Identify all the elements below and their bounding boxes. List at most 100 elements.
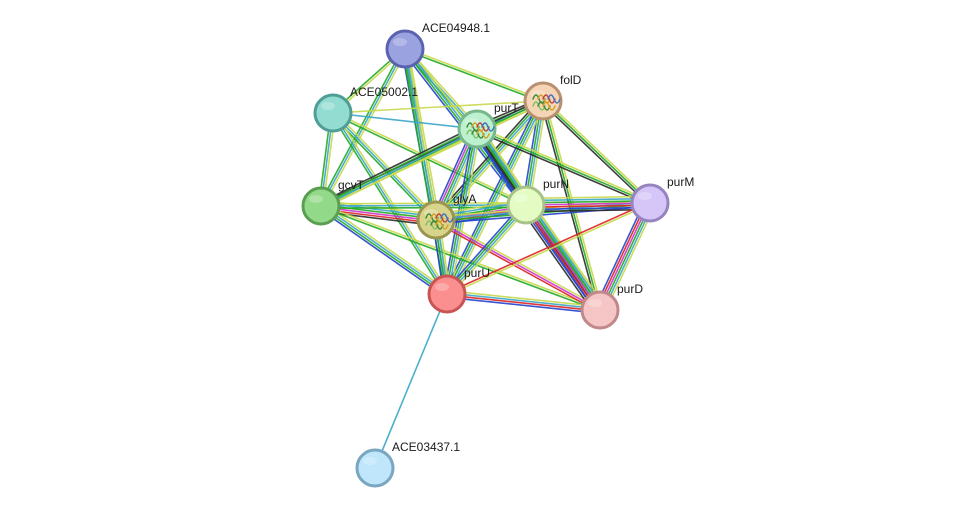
edge-line-textmining — [407, 48, 441, 220]
edge-line-coexpression — [319, 125, 476, 204]
node-ace05002-1[interactable] — [313, 93, 353, 133]
node-label-purm: purM — [667, 175, 694, 189]
edge-line-neighborhood — [434, 99, 543, 220]
edge-purt-purm[interactable] — [475, 126, 652, 206]
node-highlight — [393, 38, 407, 46]
edge-line-neighborhood — [404, 49, 543, 103]
edge-line-neighborhood — [445, 100, 543, 294]
edge-line-textmining — [332, 100, 544, 114]
node-ace04948-1[interactable] — [385, 29, 425, 69]
edge-puru-purd[interactable] — [446, 289, 601, 315]
node-label-puru: purU — [464, 266, 490, 280]
node-label-purd: purD — [617, 282, 643, 296]
edge-line-textmining — [334, 111, 450, 294]
node-circle[interactable] — [630, 183, 670, 223]
edge-line-cooccurrence — [526, 206, 651, 211]
edge-line-textmining — [322, 49, 408, 208]
edge-line-textmining — [405, 47, 544, 101]
protein-structure-icon — [532, 94, 561, 111]
node-label-gcvt: gcvT — [338, 178, 365, 192]
edge-ace05002-1-purt[interactable] — [332, 112, 478, 130]
edge-fold-puru[interactable] — [443, 99, 547, 296]
edge-line-coexpression — [475, 130, 650, 206]
node-puru[interactable] — [427, 274, 467, 314]
edge-line-textmining — [525, 195, 650, 200]
edge-line-neighborhood — [330, 113, 446, 296]
node-fold[interactable] — [523, 81, 563, 121]
edge-line-database — [374, 293, 448, 469]
nodes-layer — [301, 29, 670, 488]
node-circle[interactable] — [385, 29, 425, 69]
edge-line-coexpression — [519, 208, 596, 315]
edge-purn-puru[interactable] — [443, 202, 530, 297]
edge-line-cooccurrence — [436, 205, 651, 225]
edge-gcvt-puru[interactable] — [318, 202, 450, 298]
edge-ace05002-1-purn[interactable] — [332, 111, 527, 207]
node-purn[interactable] — [506, 185, 546, 225]
node-circle[interactable] — [580, 290, 620, 330]
edge-line-database — [447, 292, 601, 310]
protein-structure-icon — [466, 122, 495, 139]
edge-line-database — [602, 204, 654, 312]
node-circle[interactable] — [355, 448, 395, 488]
protein-structure-icon — [425, 213, 454, 230]
node-circle[interactable] — [313, 93, 353, 133]
edge-line-database — [320, 48, 406, 207]
node-highlight — [435, 283, 449, 291]
node-purd[interactable] — [580, 290, 620, 330]
edge-line-database — [321, 129, 478, 208]
node-highlight — [363, 457, 377, 465]
edge-puru-ace03437-1[interactable] — [374, 293, 448, 469]
node-circle[interactable] — [506, 185, 546, 225]
edge-line-textmining — [449, 102, 547, 296]
node-highlight — [638, 192, 652, 200]
node-ace03437-1[interactable] — [355, 448, 395, 488]
edge-line-textmining — [333, 111, 527, 205]
edge-line-textmining — [604, 204, 656, 313]
node-highlight — [514, 194, 528, 202]
edge-ace04948-1-fold[interactable] — [404, 47, 544, 103]
edge-purm-purd[interactable] — [594, 200, 656, 313]
edge-line-fusion — [446, 201, 650, 294]
node-circle[interactable] — [427, 274, 467, 314]
edge-line-cooccurrence — [446, 296, 600, 315]
node-purt[interactable] — [457, 109, 497, 149]
edge-line-neighborhood — [332, 113, 526, 207]
node-label-ace04948-1: ACE04948.1 — [422, 21, 490, 35]
edge-line-database — [525, 197, 650, 202]
edge-ace04948-1-gcvt[interactable] — [318, 47, 408, 208]
node-highlight — [588, 299, 602, 307]
edge-purt-gcvt[interactable] — [319, 125, 479, 210]
edge-line-textmining — [448, 206, 530, 297]
edge-fold-purm[interactable] — [540, 98, 653, 206]
edge-line-cooccurrence — [443, 202, 525, 293]
edge-line-experiments — [598, 202, 650, 310]
edge-ace05002-1-fold[interactable] — [332, 100, 544, 114]
node-gcvt[interactable] — [301, 186, 341, 226]
edge-purn-purd[interactable] — [519, 200, 607, 315]
node-circle[interactable] — [301, 186, 341, 226]
edge-line-neighborhood — [525, 200, 650, 204]
edge-line-textmining — [322, 131, 479, 210]
edge-line-neighborhood — [600, 203, 652, 311]
node-purm[interactable] — [630, 183, 670, 223]
edge-line-database — [447, 205, 528, 296]
edge-line-cooccurrence — [521, 207, 598, 313]
edge-line-neighborhood — [527, 203, 603, 310]
edge-line-neighborhood — [320, 206, 600, 312]
edge-line-neighborhood — [445, 128, 477, 294]
edge-line-database — [436, 101, 545, 222]
edge-line-database — [332, 112, 437, 221]
edge-gcvt-purd[interactable] — [320, 204, 601, 312]
edge-purn-purm[interactable] — [525, 195, 651, 213]
edge-line-fusion — [596, 201, 648, 309]
node-highlight — [321, 102, 335, 110]
edge-line-textmining — [321, 204, 601, 310]
edge-line-textmining — [447, 289, 601, 308]
edge-line-cooccurrence — [594, 200, 646, 309]
node-glya[interactable] — [416, 200, 456, 240]
labels-layer: ACE04948.1ACE05002.1folDpurTgcvTglyApurN… — [338, 21, 694, 454]
edge-line-neighborhood — [319, 206, 447, 296]
edge-purm-puru[interactable] — [446, 201, 651, 296]
edge-line-database — [332, 112, 478, 130]
